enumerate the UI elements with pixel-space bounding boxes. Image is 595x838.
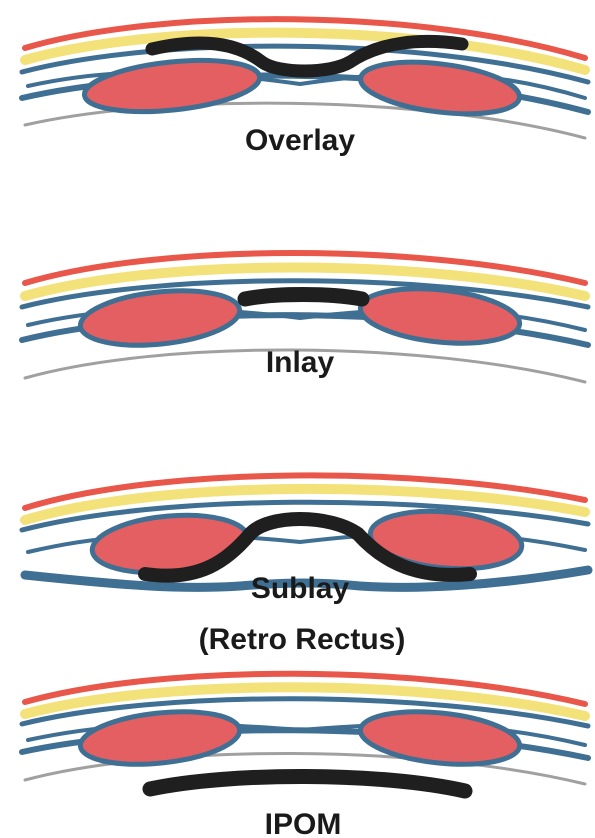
- mesh: [245, 295, 362, 300]
- panel-sublay: Sublay (Retro Rectus): [22, 475, 588, 656]
- panel-label-sublay: Sublay: [251, 572, 350, 605]
- panel-label-inlay: Inlay: [266, 346, 335, 379]
- left-rectus-muscle: [78, 705, 242, 771]
- panel-label-sublay-subtitle: (Retro Rectus): [199, 623, 406, 656]
- panel-overlay: Overlay: [22, 19, 588, 157]
- mesh: [150, 776, 465, 791]
- left-rectus-muscle: [82, 53, 262, 119]
- panel-label-overlay: Overlay: [245, 124, 355, 157]
- panel-ipom: IPOM: [22, 674, 588, 838]
- left-rectus-muscle: [90, 509, 250, 578]
- panel-inlay: Inlay: [22, 253, 588, 382]
- right-rectus-muscle: [358, 705, 522, 771]
- panel-label-ipom: IPOM: [265, 808, 342, 838]
